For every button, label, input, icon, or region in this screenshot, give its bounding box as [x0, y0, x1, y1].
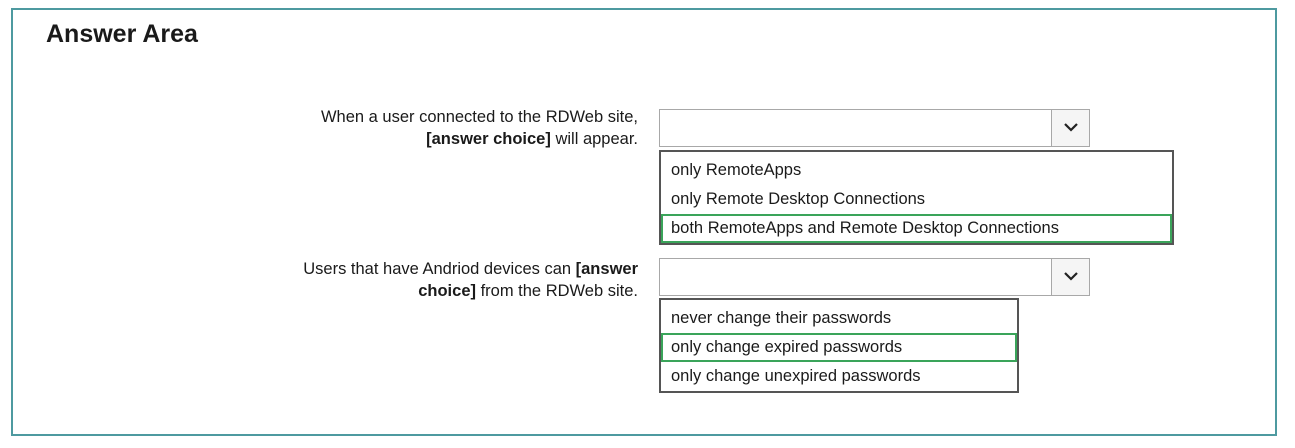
- question-1-dropdown-button[interactable]: [1051, 110, 1089, 146]
- question-2-prompt: Users that have Andriod devices can [ans…: [218, 258, 638, 302]
- question-1-option[interactable]: only RemoteApps: [671, 161, 802, 179]
- question-2-dropdown-button[interactable]: [1051, 259, 1089, 295]
- chevron-down-icon: [1064, 272, 1078, 281]
- question-2-line-1: Users that have Andriod devices can: [303, 260, 576, 278]
- question-2-answer-choice-start: [answer: [575, 260, 638, 278]
- question-2-option-selected[interactable]: only change expired passwords: [661, 333, 1017, 362]
- question-1-prompt: When a user connected to the RDWeb site,…: [218, 106, 638, 150]
- chevron-down-icon: [1064, 123, 1078, 132]
- question-1-line-2: will appear.: [550, 130, 638, 148]
- question-1-dropdown[interactable]: [659, 109, 1090, 147]
- page-title: Answer Area: [46, 20, 198, 48]
- question-2-options-list: never change their passwords only change…: [659, 298, 1019, 393]
- question-2-answer-choice-end: choice]: [418, 282, 476, 300]
- answer-area-frame: [11, 8, 1277, 436]
- question-1-option-selected[interactable]: both RemoteApps and Remote Desktop Conne…: [661, 214, 1172, 243]
- question-1-option[interactable]: only Remote Desktop Connections: [671, 190, 926, 208]
- question-1-line-1: When a user connected to the RDWeb site,: [320, 108, 638, 126]
- question-2-option[interactable]: never change their passwords: [671, 309, 892, 327]
- question-2-line-2: from the RDWeb site.: [476, 282, 638, 300]
- question-2-option[interactable]: only change unexpired passwords: [671, 367, 921, 385]
- question-1-answer-choice: [answer choice]: [426, 130, 551, 148]
- question-1-options-list: only RemoteApps only Remote Desktop Conn…: [659, 150, 1174, 245]
- question-2-dropdown[interactable]: [659, 258, 1090, 296]
